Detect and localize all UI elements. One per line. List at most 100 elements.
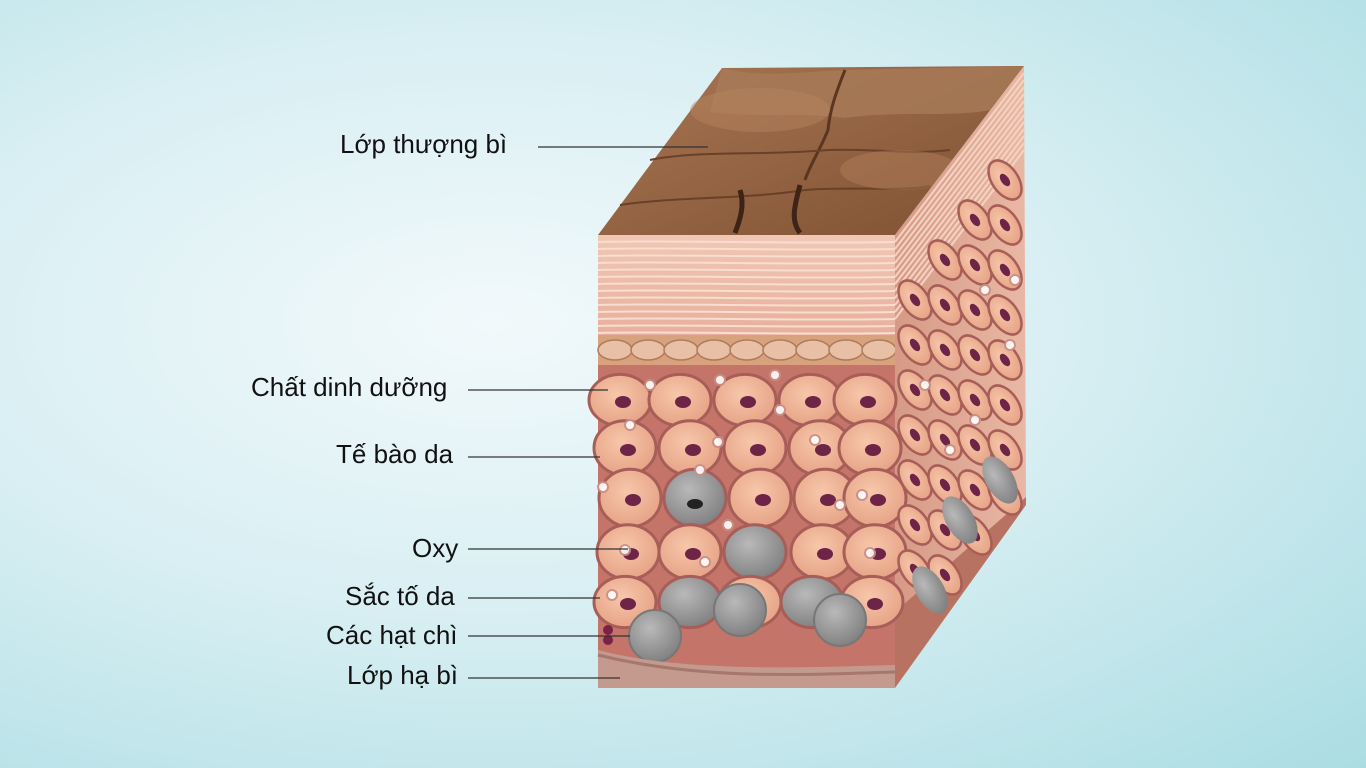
granule-cell xyxy=(861,339,897,361)
stripe-line xyxy=(597,289,896,293)
cell-nucleus xyxy=(817,548,833,560)
side-stripe-line xyxy=(894,100,1025,271)
oxygen-bubble xyxy=(694,464,706,476)
side-cell-nucleus xyxy=(999,308,1011,322)
side-cell-nucleus xyxy=(909,338,921,352)
side-cell-nucleus xyxy=(939,433,951,447)
side-cell-nucleus xyxy=(999,263,1011,277)
side-cell-nucleus xyxy=(999,443,1011,457)
side-cell-nucleus xyxy=(909,518,921,532)
cell-nucleus xyxy=(615,396,631,408)
stripe-line xyxy=(597,254,896,258)
stripe-line xyxy=(597,296,896,300)
side-stripe-line xyxy=(894,72,1025,243)
granule-cell xyxy=(795,339,831,361)
stripe-line xyxy=(597,317,896,321)
label-hypodermis: Lớp hạ bì xyxy=(347,660,459,690)
stripe-line xyxy=(597,275,896,279)
cell-nucleus xyxy=(740,396,756,408)
oxygen-bubble xyxy=(856,489,868,501)
lead-particle xyxy=(813,593,867,647)
side-cell-nucleus xyxy=(939,298,951,312)
stripe-line xyxy=(597,303,896,307)
oxygen-bubble xyxy=(722,519,734,531)
side-cell-nucleus xyxy=(999,353,1011,367)
granule-cell xyxy=(630,339,666,361)
stripe-line xyxy=(597,310,896,314)
cell-nucleus xyxy=(860,396,876,408)
oxygen-bubble xyxy=(1009,274,1021,286)
cell-nucleus xyxy=(675,396,691,408)
granule-cell xyxy=(828,339,864,361)
side-cell-nucleus xyxy=(969,483,981,497)
side-cell-nucleus xyxy=(969,258,981,272)
hypodermis-layer xyxy=(597,650,896,688)
epidermis-layer-stripes xyxy=(597,235,897,365)
oxygen-bubble xyxy=(606,589,618,601)
oxygen-bubble xyxy=(1004,339,1016,351)
side-stripe-line xyxy=(894,107,1025,278)
grey-cell xyxy=(722,523,788,581)
side-lead-particle xyxy=(912,566,948,614)
oxygen-bubble xyxy=(809,434,821,446)
cell-nucleus xyxy=(685,548,701,560)
side-cell-nucleus xyxy=(909,473,921,487)
oxygen-bubble xyxy=(714,374,726,386)
oxygen-bubble xyxy=(969,414,981,426)
granule-cell xyxy=(696,339,732,361)
grey-cell xyxy=(662,467,728,529)
cell-nucleus xyxy=(870,494,886,506)
pigment-dot xyxy=(603,625,613,635)
cell-layer xyxy=(587,159,1023,685)
oxygen-bubble xyxy=(944,444,956,456)
oxygen-bubble xyxy=(979,284,991,296)
cell-nucleus xyxy=(867,598,883,610)
side-cell-nucleus xyxy=(939,568,951,582)
cell-nucleus xyxy=(750,444,766,456)
cell-nucleus xyxy=(685,444,701,456)
side-cell-nucleus xyxy=(969,303,981,317)
side-lead-particle xyxy=(982,456,1018,504)
side-cell-nucleus xyxy=(939,478,951,492)
oxygen-bubble xyxy=(919,379,931,391)
side-stripe-line xyxy=(894,86,1025,257)
label-pigment: Sắc tố da xyxy=(345,581,455,611)
oxygen-bubble xyxy=(864,547,876,559)
side-stripe-line xyxy=(894,114,1025,285)
stripe-line xyxy=(597,247,896,251)
cell-nucleus xyxy=(820,494,836,506)
cell-nucleus xyxy=(805,396,821,408)
oxygen-bubble xyxy=(834,499,846,511)
cell-nucleus xyxy=(620,444,636,456)
oxygen-bubble xyxy=(624,419,636,431)
cell-nucleus xyxy=(865,444,881,456)
side-cell-nucleus xyxy=(999,218,1011,232)
oxygen-bubble xyxy=(712,436,724,448)
stripe-line xyxy=(597,240,896,244)
granule-cell xyxy=(663,339,699,361)
stripe-line xyxy=(597,261,896,265)
side-cell-nucleus xyxy=(909,428,921,442)
side-cell-nucleus xyxy=(969,438,981,452)
side-stripe-line xyxy=(894,93,1025,264)
side-cell-nucleus xyxy=(939,523,951,537)
cell-nucleus xyxy=(687,499,703,509)
epidermis-top-surface xyxy=(598,66,1024,235)
side-cell-nucleus xyxy=(969,393,981,407)
cell-nucleus xyxy=(620,598,636,610)
oxygen-bubble xyxy=(769,369,781,381)
side-cell-nucleus xyxy=(939,388,951,402)
cell-nucleus xyxy=(755,494,771,506)
side-cell-nucleus xyxy=(909,293,921,307)
cell-nucleus xyxy=(815,444,831,456)
oxygen-bubble xyxy=(597,481,609,493)
label-epidermis: Lớp thượng bì xyxy=(340,129,508,159)
stripe-line xyxy=(597,282,896,286)
granule-cell xyxy=(597,339,633,361)
label-oxygen: Oxy xyxy=(412,533,459,563)
oxygen-bubble xyxy=(774,404,786,416)
side-stripe-line xyxy=(894,79,1025,250)
side-cell-nucleus xyxy=(999,173,1011,187)
label-lead-particles: Các hạt chì xyxy=(326,620,458,650)
pigment-dot xyxy=(603,635,613,645)
